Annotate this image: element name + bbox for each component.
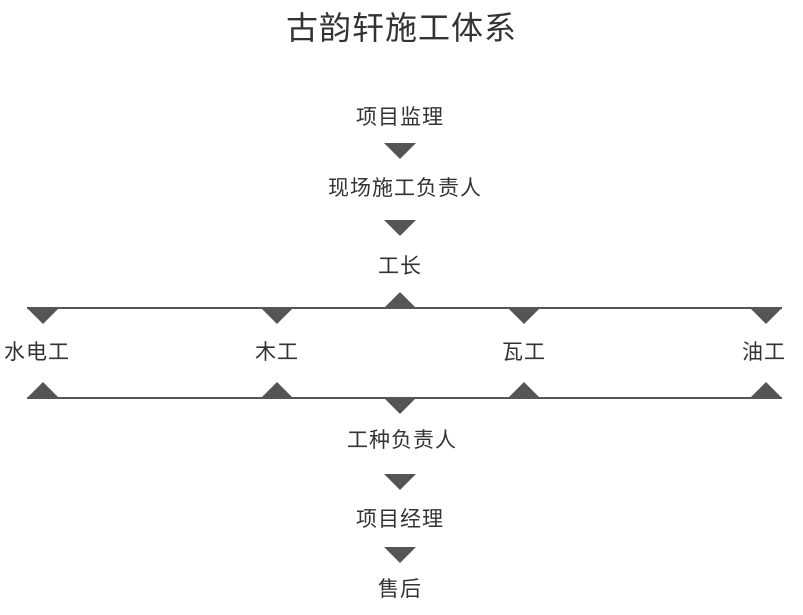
- node-project-manager: 项目经理: [356, 507, 444, 531]
- node-trade-mason: 瓦工: [502, 340, 546, 364]
- arrow-to-electrician: [27, 308, 59, 324]
- arrow-from-electrician: [27, 382, 59, 398]
- node-site-manager: 现场施工负责人: [328, 176, 482, 200]
- node-trade-painter: 油工: [742, 340, 786, 364]
- arrow-from-mason: [508, 382, 540, 398]
- arrow-supervision-to-site: [384, 143, 416, 159]
- arrow-trade-lead-to-pm: [384, 474, 416, 490]
- arrow-foreman-to-bar: [384, 292, 416, 308]
- arrow-site-to-foreman: [384, 220, 416, 236]
- arrow-to-painter: [750, 308, 782, 324]
- arrow-to-mason: [508, 308, 540, 324]
- node-trade-electrician: 水电工: [4, 340, 70, 364]
- arrow-from-carpenter: [261, 382, 293, 398]
- arrow-to-carpenter: [261, 308, 293, 324]
- node-foreman: 工长: [378, 254, 422, 278]
- node-after-sales: 售后: [378, 577, 422, 601]
- arrow-from-painter: [750, 382, 782, 398]
- node-trade-carpenter: 木工: [255, 340, 299, 364]
- diagram-title: 古韵轩施工体系: [285, 9, 517, 47]
- node-trade-lead: 工种负责人: [347, 428, 457, 452]
- arrow-pm-to-after-sales: [384, 547, 416, 563]
- node-project-supervision: 项目监理: [356, 105, 444, 129]
- arrow-bar-to-trade-lead: [384, 398, 416, 414]
